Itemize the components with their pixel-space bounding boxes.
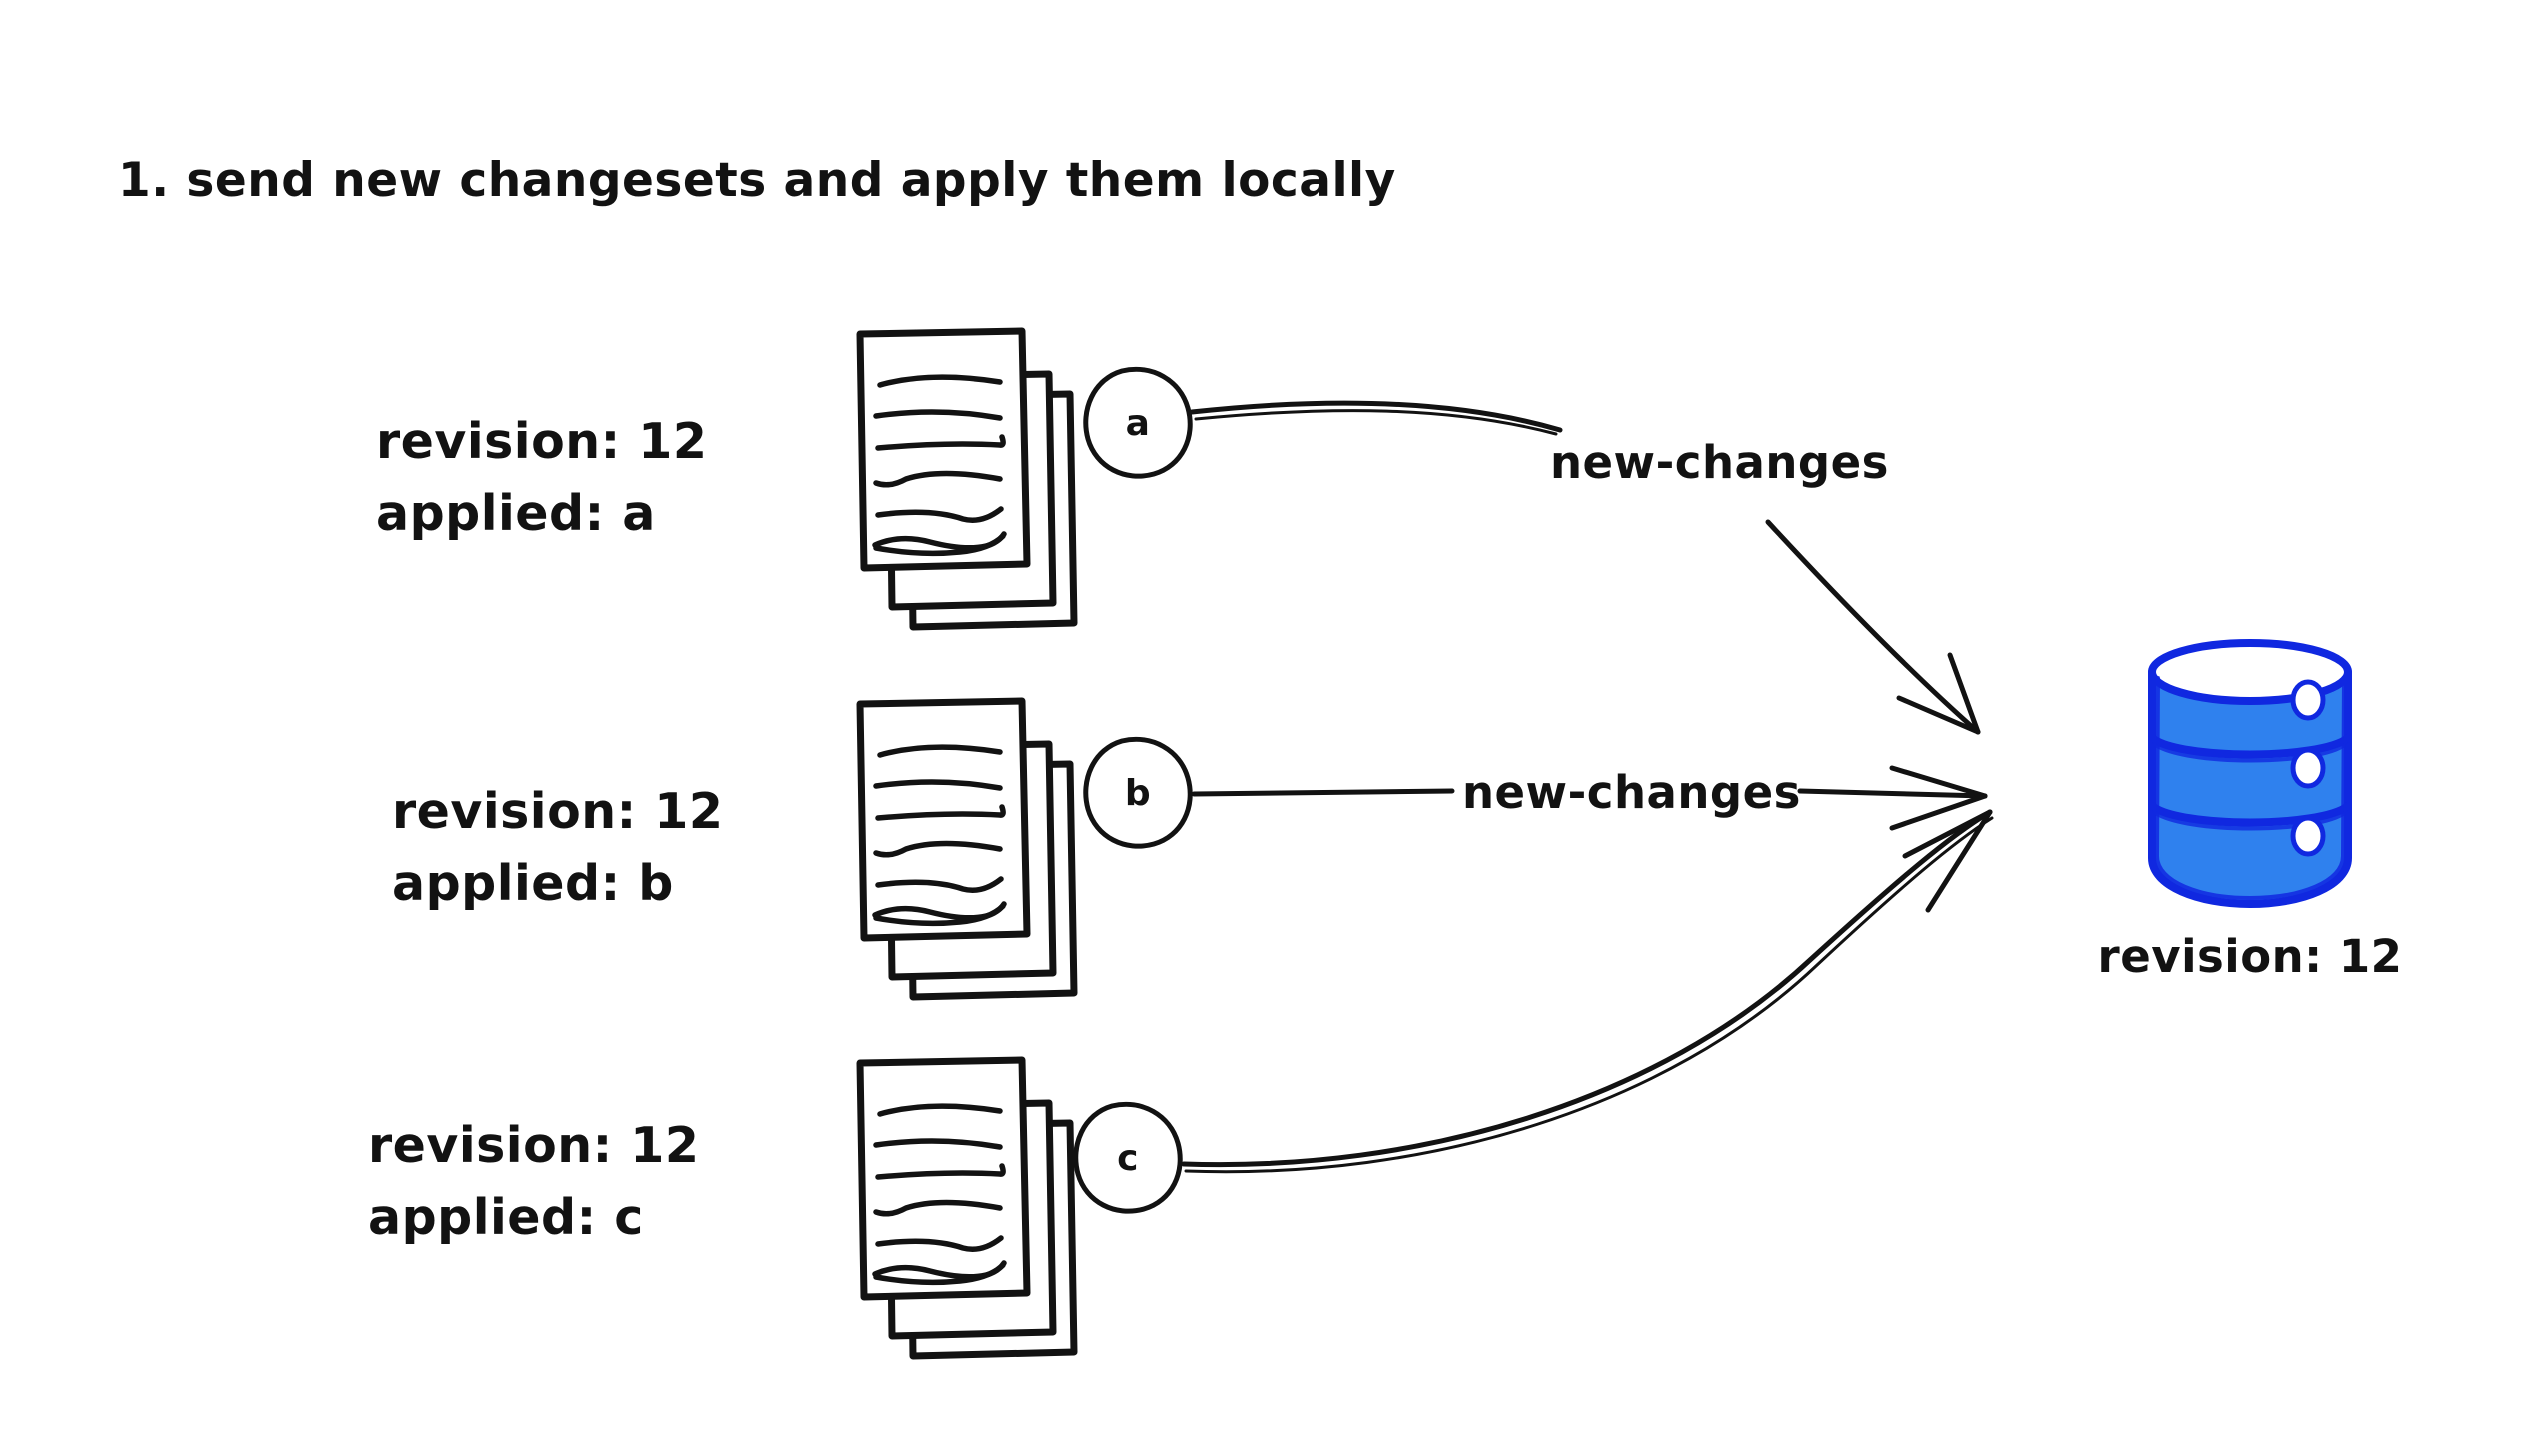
revision-label-c: revision: 12 bbox=[368, 1117, 700, 1174]
document-stack-icon bbox=[856, 327, 1078, 631]
document-stack-icon bbox=[856, 1056, 1078, 1360]
circle-node-letter-a: a bbox=[1126, 403, 1151, 444]
page-title: 1. send new changesets and apply them lo… bbox=[118, 153, 1396, 208]
edge-b-line-1 bbox=[1191, 788, 1455, 797]
database-led-icon-3 bbox=[2290, 815, 2326, 857]
arrow-head-a-1 bbox=[1947, 652, 1981, 735]
client-group-b: revision: 12 applied: b b bbox=[392, 697, 1988, 1001]
revision-label-a: revision: 12 bbox=[376, 413, 708, 470]
database-led-icon-1 bbox=[2290, 679, 2326, 721]
edge-a-line-2 bbox=[1194, 409, 1558, 436]
client-group-c: revision: 12 applied: c c bbox=[368, 809, 1994, 1360]
database-band-divider-2 bbox=[2148, 802, 2352, 827]
database-caption: revision: 12 bbox=[2098, 930, 2403, 983]
arrow-head-b-1 bbox=[1889, 765, 1988, 799]
applied-label-c: applied: c bbox=[368, 1189, 644, 1246]
edge-a-line-1 bbox=[1189, 400, 1563, 433]
database-band-divider-2b bbox=[2152, 810, 2348, 831]
document-text-lines bbox=[872, 1103, 1007, 1286]
circle-node-b[interactable]: b bbox=[1083, 736, 1193, 849]
arrow-head-a-2 bbox=[1896, 695, 1981, 735]
edge-c-line-2 bbox=[1184, 816, 1994, 1174]
applied-label-b: applied: b bbox=[392, 855, 674, 912]
document-text-lines bbox=[872, 744, 1007, 927]
document-stack-icon bbox=[856, 697, 1078, 1001]
edge-a-line-3 bbox=[1765, 519, 1981, 735]
database-band-divider-1 bbox=[2148, 734, 2352, 759]
client-group-a: revision: 12 applied: a bbox=[376, 327, 1981, 735]
applied-label-a: applied: a bbox=[376, 485, 656, 542]
circle-node-c[interactable]: c bbox=[1073, 1101, 1183, 1214]
circle-node-letter-c: c bbox=[1117, 1138, 1139, 1179]
circle-node-letter-b: b bbox=[1125, 773, 1151, 814]
arrow-head-c-1 bbox=[1902, 809, 1993, 859]
database-led-icon-2 bbox=[2290, 747, 2326, 789]
circle-node-a[interactable]: a bbox=[1083, 366, 1193, 479]
edge-c-line-1 bbox=[1181, 809, 1993, 1168]
database-body-outline bbox=[2148, 668, 2352, 908]
database-body-outline-sketch bbox=[2155, 676, 2346, 900]
revision-label-b: revision: 12 bbox=[392, 783, 724, 840]
document-text-lines bbox=[872, 374, 1007, 557]
database-band-divider-1b bbox=[2152, 742, 2348, 763]
arrow-head-b-2 bbox=[1889, 793, 1988, 831]
edge-label-a: new-changes bbox=[1550, 436, 1889, 489]
edge-label-b: new-changes bbox=[1462, 766, 1801, 819]
arrow-head-c-2 bbox=[1925, 809, 1993, 913]
database-cylinder-icon[interactable] bbox=[2148, 639, 2352, 908]
edge-b-line-2 bbox=[1797, 788, 1988, 799]
